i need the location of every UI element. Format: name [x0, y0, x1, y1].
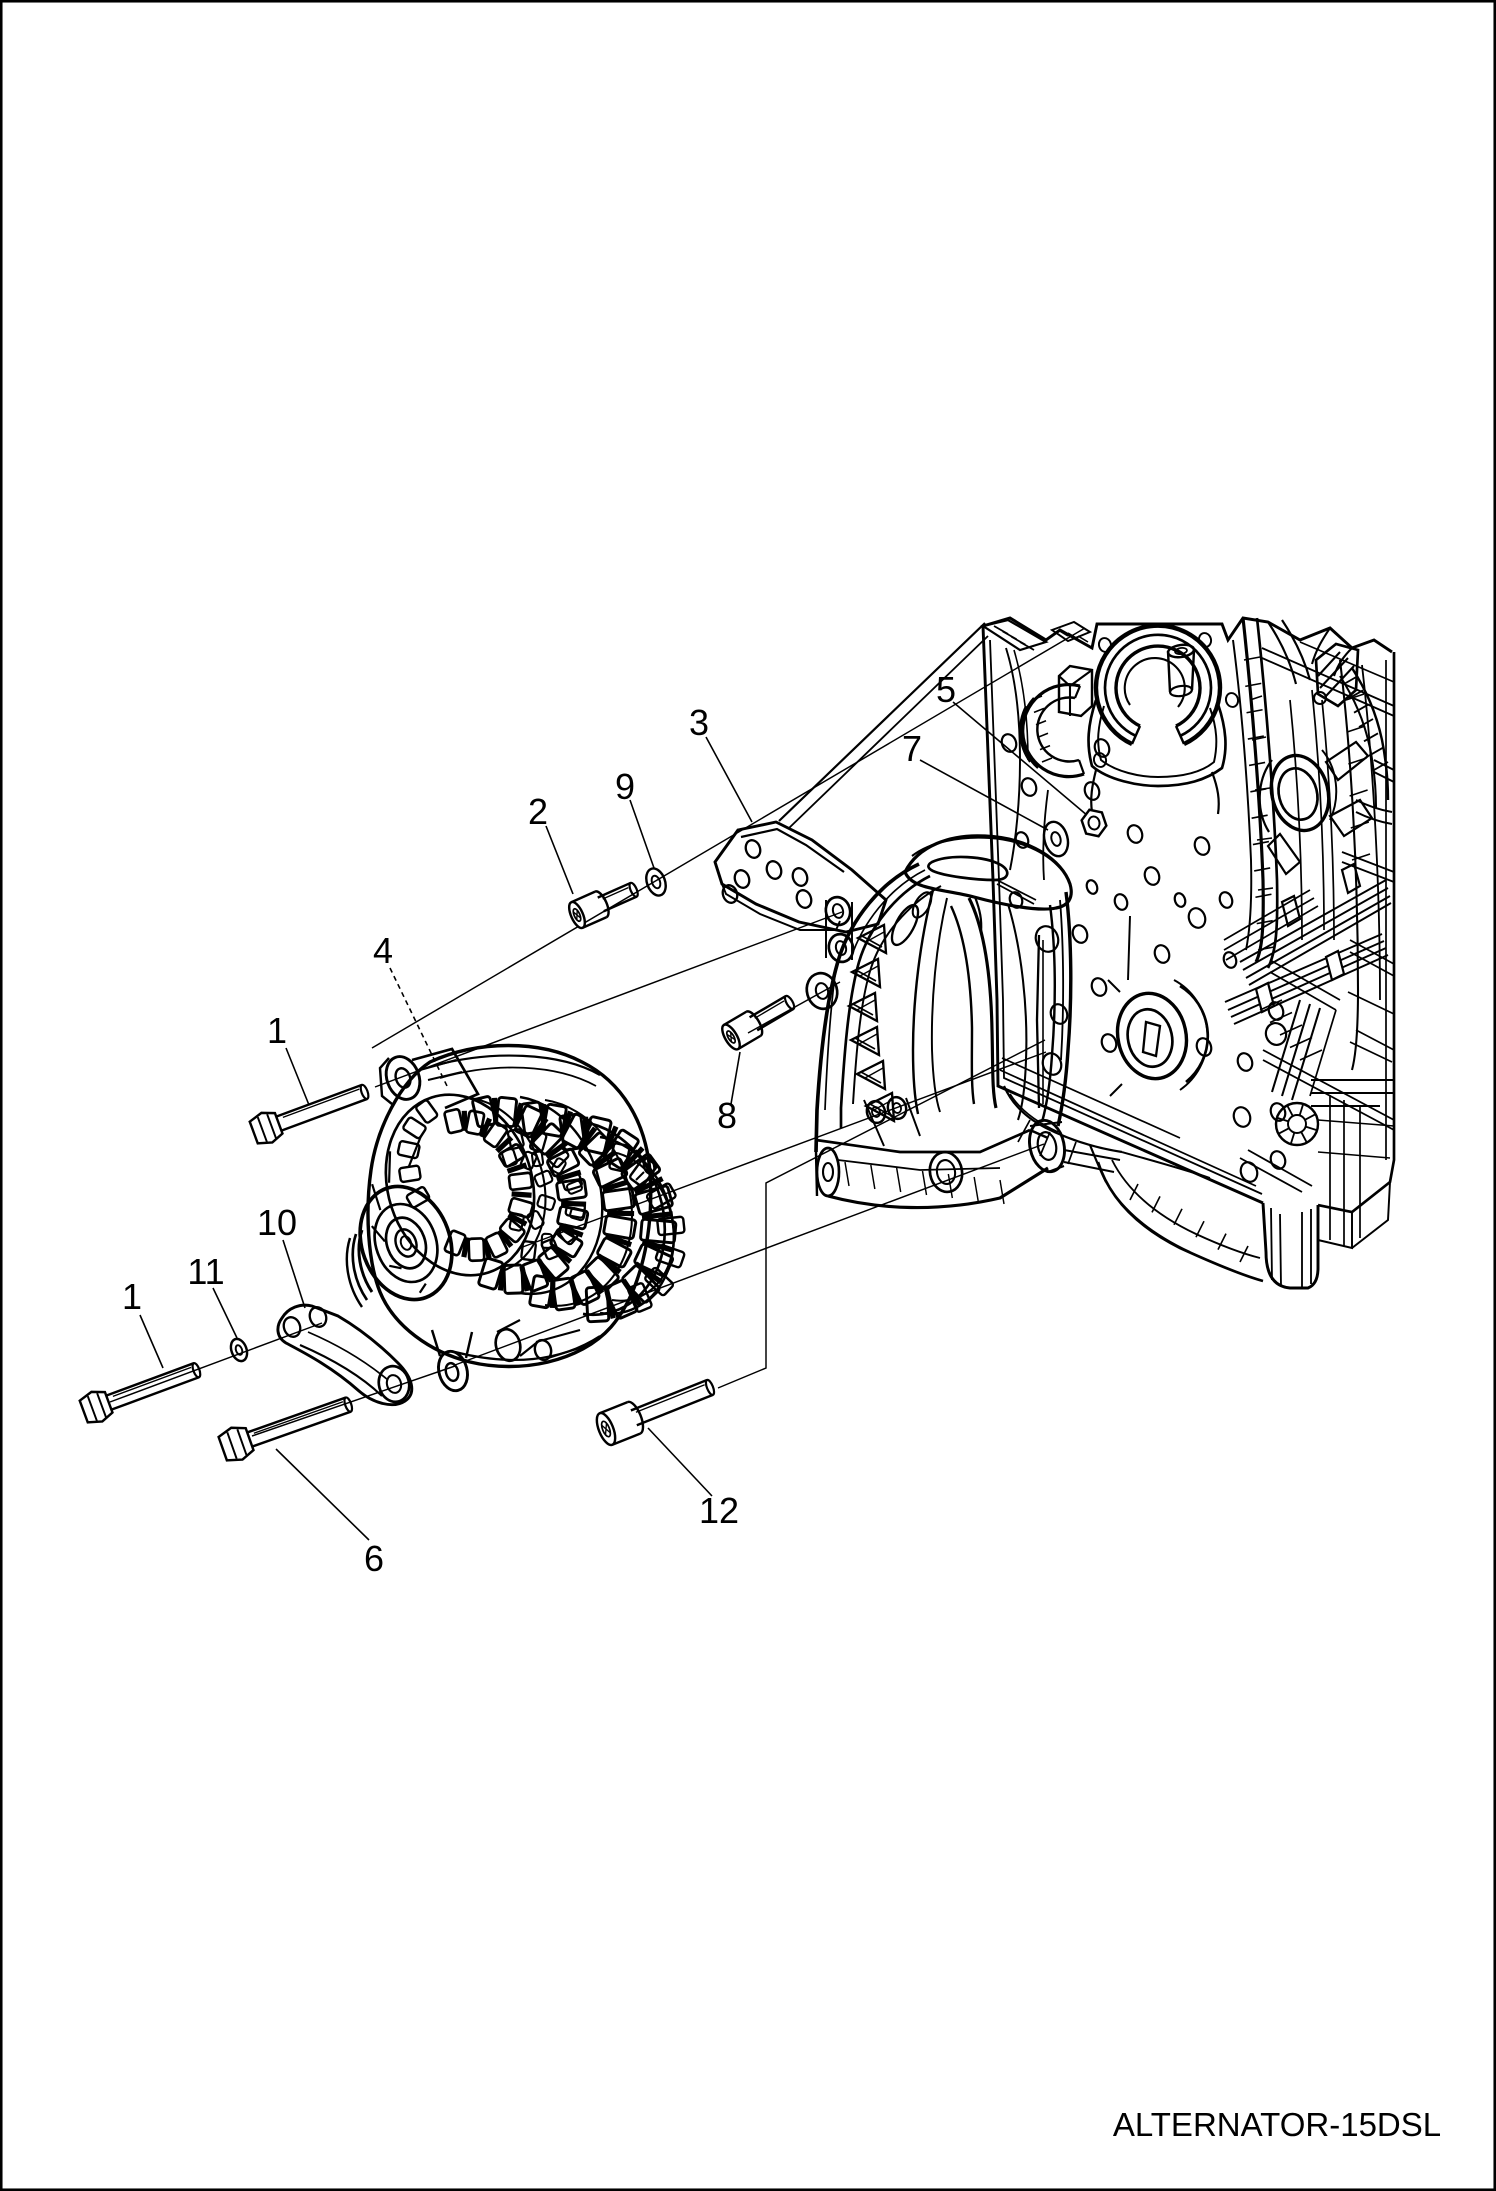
svg-text:10: 10: [257, 1202, 297, 1243]
svg-text:1: 1: [267, 1010, 287, 1051]
svg-text:9: 9: [615, 766, 635, 807]
svg-text:6: 6: [364, 1538, 384, 1579]
svg-text:1: 1: [122, 1276, 142, 1317]
svg-text:8: 8: [717, 1095, 737, 1136]
svg-text:11: 11: [187, 1251, 224, 1292]
svg-text:3: 3: [689, 702, 709, 743]
svg-text:4: 4: [373, 930, 393, 971]
svg-text:7: 7: [902, 728, 922, 769]
svg-text:5: 5: [936, 669, 956, 710]
svg-text:12: 12: [699, 1490, 739, 1531]
svg-text:ALTERNATOR-15DSL: ALTERNATOR-15DSL: [1113, 2106, 1441, 2143]
svg-text:2: 2: [528, 791, 548, 832]
